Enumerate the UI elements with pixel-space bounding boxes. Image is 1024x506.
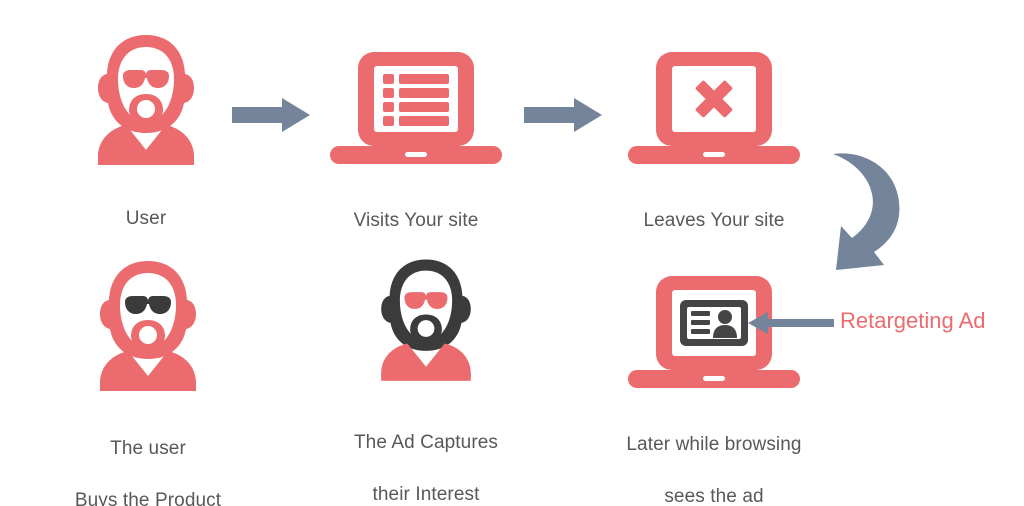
laptop-close-x-icon <box>628 52 800 164</box>
node-user: User <box>86 32 206 229</box>
caption-line: their Interest <box>372 484 480 505</box>
caption-line: Buys the Product <box>74 490 222 506</box>
caption-line: sees the ad <box>664 486 764 506</box>
arrow-curved-down-icon <box>833 153 900 270</box>
caption-sees-ad: Later while browsing sees the ad <box>599 406 829 506</box>
arrow-right-icon <box>524 98 602 132</box>
arrow-right-icon <box>232 98 310 132</box>
caption-line: The user <box>110 438 186 459</box>
node-sees-ad: Later while browsing sees the ad <box>626 276 801 506</box>
caption-line: Later while browsing <box>626 434 802 455</box>
caption-leaves-site: Leaves Your site <box>599 182 829 260</box>
caption-ad-captures-interest: The Ad Captures their Interest <box>312 404 540 506</box>
caption-visits-site: Visits Your site <box>301 182 531 260</box>
caption-line: Visits Your site <box>353 210 479 231</box>
node-buys-product: The user Buys the Product <box>75 258 221 506</box>
person-avatar-dark-hair-icon <box>370 252 482 392</box>
laptop-ad-banner-icon <box>628 276 800 388</box>
laptop-list-icon <box>330 52 502 164</box>
person-avatar-dark-glasses-icon <box>88 258 208 391</box>
caption-buys-product: The user Buys the Product <box>38 410 258 506</box>
arrow-visits-to-leaves <box>524 96 604 134</box>
caption-line: Leaves Your site <box>643 210 785 231</box>
caption-user: User <box>46 180 246 258</box>
caption-line: User <box>125 208 167 229</box>
person-avatar-icon <box>86 32 206 165</box>
arrow-callout-to-ad <box>748 310 834 336</box>
caption-line: The Ad Captures <box>353 432 499 453</box>
arrow-leaves-to-sees <box>822 148 922 273</box>
node-leaves-site: Leaves Your site <box>628 52 800 231</box>
node-visits-site: Visits Your site <box>330 52 502 231</box>
arrow-user-to-visits <box>232 96 312 134</box>
node-ad-captures-interest: The Ad Captures their Interest <box>354 252 498 505</box>
retargeting-ad-label: Retargeting Ad <box>840 308 986 333</box>
arrow-left-icon <box>748 312 834 334</box>
